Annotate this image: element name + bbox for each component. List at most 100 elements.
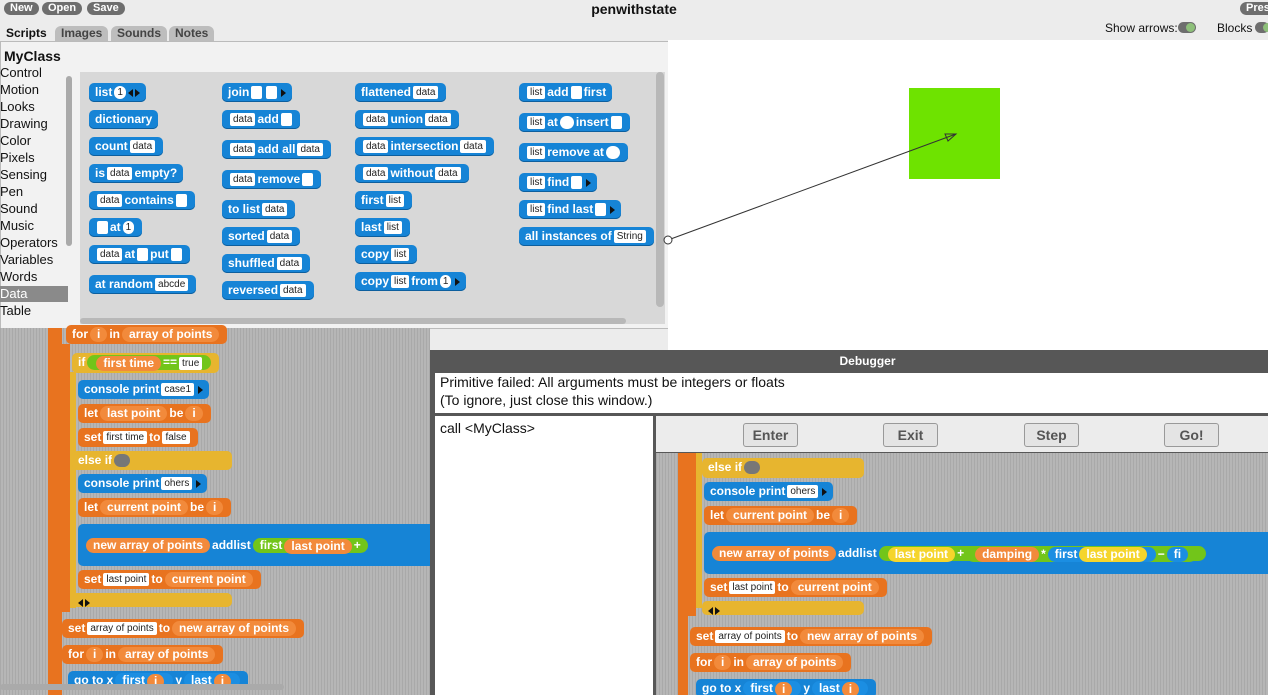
var-i[interactable]: i — [775, 681, 793, 695]
value-others[interactable]: ohers — [161, 477, 193, 491]
category-words[interactable]: Words — [0, 269, 38, 284]
arrow-right-icon[interactable] — [196, 479, 202, 488]
else-if-block[interactable]: else if — [72, 451, 232, 470]
block-slot[interactable]: list — [527, 86, 546, 100]
var-dropdown[interactable]: array of points — [87, 622, 157, 636]
var-dropdown[interactable]: last point — [729, 581, 776, 595]
arrow-right-icon[interactable] — [822, 487, 828, 496]
var-current-point[interactable]: current point — [726, 508, 815, 524]
var-i[interactable]: i — [86, 647, 104, 663]
block-slot[interactable]: data — [425, 113, 451, 127]
category-sensing[interactable]: Sensing — [0, 167, 47, 182]
arrow-right-icon[interactable] — [610, 205, 616, 214]
palette-horizontal-scrollbar[interactable] — [80, 318, 626, 324]
block-slot[interactable] — [595, 203, 607, 217]
block-slot[interactable]: 1 — [114, 86, 126, 100]
block-slot[interactable]: list — [391, 248, 410, 262]
var-dropdown[interactable]: array of points — [715, 630, 785, 644]
block-slot[interactable]: String — [613, 230, 646, 244]
block-slot[interactable]: data — [363, 140, 389, 154]
sprite-square[interactable] — [909, 88, 1000, 179]
block-slot[interactable]: data — [276, 257, 303, 271]
value-true[interactable]: true — [179, 356, 203, 370]
value-others[interactable]: ohers — [787, 485, 819, 499]
var-current-point[interactable]: current point — [790, 580, 879, 596]
var-last-point[interactable]: last point — [887, 546, 956, 562]
block-slot[interactable] — [251, 86, 263, 100]
var-array-of-points[interactable]: array of points — [122, 327, 220, 343]
block-slot[interactable] — [559, 116, 574, 130]
var-i[interactable]: i — [841, 681, 860, 695]
present-button[interactable]: Pres — [1240, 2, 1268, 15]
category-table[interactable]: Table — [0, 303, 32, 318]
scripts-horizontal-scrollbar[interactable] — [0, 684, 284, 690]
block-dictionary[interactable]: dictionary — [89, 110, 159, 129]
var-dropdown[interactable]: first time — [103, 431, 148, 445]
var-new-array-of-points[interactable]: new array of points — [86, 538, 211, 554]
category-scrollbar[interactable] — [66, 76, 72, 246]
enter-button[interactable]: Enter — [743, 423, 798, 447]
step-button[interactable]: Step — [1024, 423, 1079, 447]
block-slot[interactable]: data — [413, 86, 439, 100]
block-slot[interactable] — [610, 116, 622, 130]
arrow-right-icon[interactable] — [281, 88, 287, 97]
block-join[interactable]: join — [222, 83, 293, 102]
block-slot[interactable]: data — [435, 167, 461, 181]
category-drawing[interactable]: Drawing — [0, 116, 48, 131]
block-slot[interactable] — [175, 194, 187, 208]
block-slot[interactable] — [97, 221, 108, 235]
var-current-point[interactable]: current point — [100, 500, 189, 516]
save-button[interactable]: Save — [87, 2, 125, 15]
go-button[interactable]: Go! — [1164, 423, 1219, 447]
value-false[interactable]: false — [162, 431, 190, 445]
toggle-icon[interactable] — [744, 461, 761, 475]
var-damping[interactable]: damping — [975, 546, 1040, 562]
new-button[interactable]: New — [4, 2, 39, 15]
var-new-array-of-points[interactable]: new array of points — [712, 546, 837, 562]
block-slot[interactable]: data — [460, 140, 486, 154]
arrow-right-icon[interactable] — [586, 178, 592, 187]
var-array-of-points[interactable]: array of points — [746, 655, 844, 671]
arrow-left-icon[interactable] — [78, 598, 83, 607]
block-slot[interactable]: data — [230, 143, 256, 157]
category-color[interactable]: Color — [0, 133, 32, 148]
block-slot[interactable]: data — [129, 140, 156, 154]
tab-images[interactable]: Images — [55, 26, 109, 41]
stage[interactable] — [668, 40, 1268, 350]
block-slot[interactable]: list — [527, 203, 546, 217]
category-motion[interactable]: Motion — [0, 82, 40, 97]
arrow-right-icon[interactable] — [198, 385, 204, 394]
block-slot[interactable]: list — [527, 116, 546, 130]
var-last-point[interactable]: last point — [284, 538, 352, 554]
arrow-right-icon[interactable] — [715, 606, 720, 615]
arrow-right-icon[interactable] — [134, 88, 140, 97]
category-music[interactable]: Music — [0, 218, 34, 233]
block-slot[interactable]: list — [391, 275, 410, 289]
